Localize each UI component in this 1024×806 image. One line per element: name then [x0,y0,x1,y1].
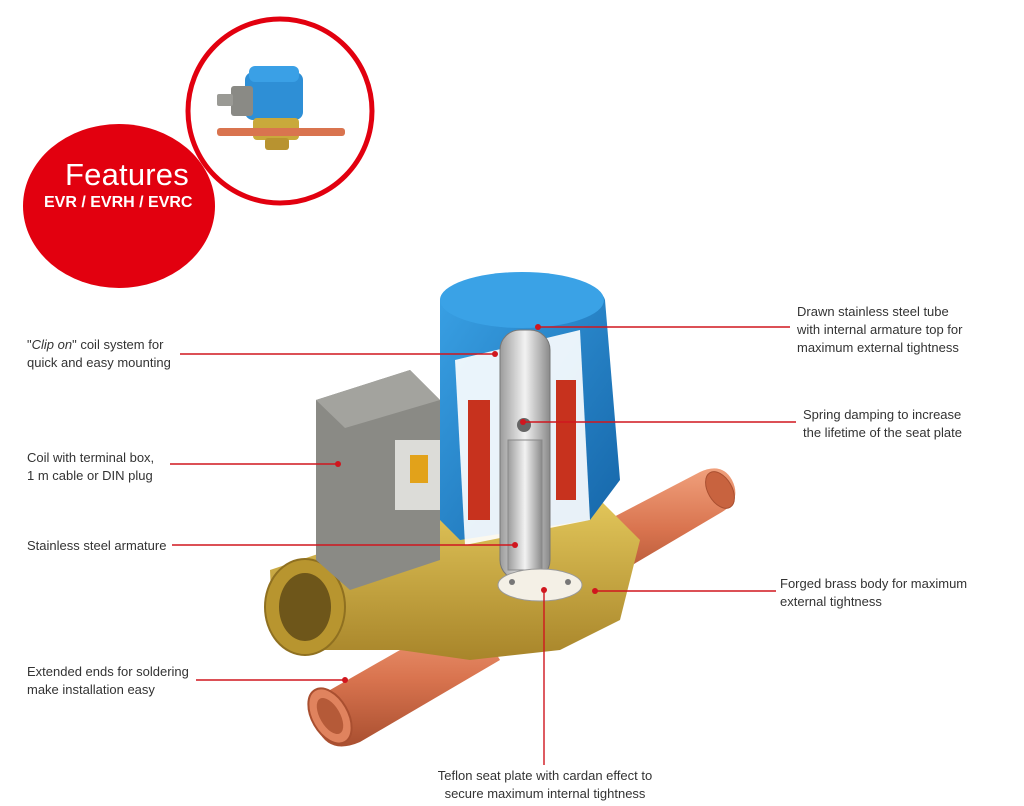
callout-stainless-tube: Drawn stainless steel tube with internal… [797,304,963,355]
features-title: Features [65,157,189,192]
leader-lines [170,326,796,765]
callout-coil-terminal-box: Coil with terminal box, 1 m cable or DIN… [27,450,155,483]
coil-winding-left [468,400,490,520]
callout-extended-ends: Extended ends for soldering make install… [27,664,189,697]
callout-brass-body: Forged brass body for maximum external t… [780,576,968,609]
armature [507,439,543,571]
callout-clip-on: "Clip on" coil system for quick and easy… [27,337,171,370]
product-thumbnail [185,16,375,206]
features-badge [23,124,215,288]
leader-dots [335,324,598,683]
callout-spring-damping: Spring damping to increase the lifetime … [803,407,962,440]
features-subtitle: EVR / EVRH / EVRC [44,194,193,211]
callout-teflon-seat: Teflon seat plate with cardan effect to … [437,768,653,801]
coil-winding-right [556,380,576,500]
callout-armature: Stainless steel armature [27,538,167,553]
